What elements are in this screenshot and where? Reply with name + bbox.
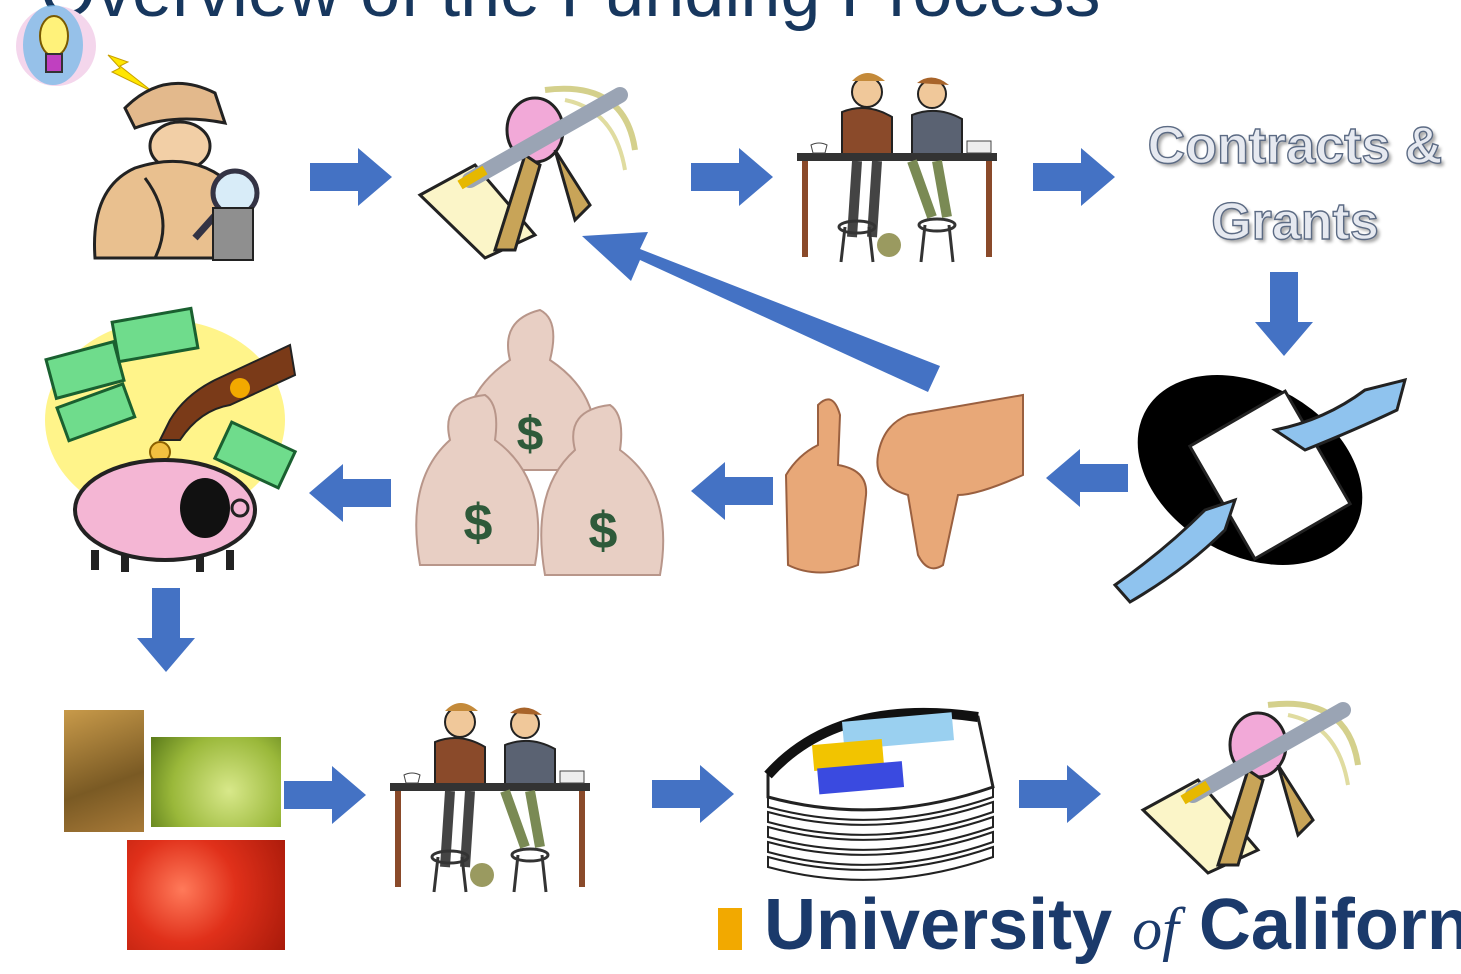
arrow-left: [691, 462, 773, 520]
thumbs-up-down-icon: [784, 393, 1024, 574]
arrow-right: [310, 148, 392, 206]
detective-icon: [93, 81, 260, 261]
pen-signing-icon: [1140, 700, 1361, 875]
tomatoes-photo: [127, 840, 285, 950]
slide-title: Overview of the Funding Process: [40, 0, 1440, 32]
arrow-right: [284, 766, 366, 824]
arrow-left: [1046, 449, 1128, 507]
grants-label: Grants: [1210, 192, 1379, 251]
arrow-right: [1033, 148, 1115, 206]
arrow-right: [691, 148, 773, 206]
wheat-photo: [64, 710, 144, 832]
piggy-bank-icon: [44, 306, 298, 572]
contracts-label: Contracts &: [1147, 116, 1443, 175]
arrow-right: [1019, 765, 1101, 823]
svg-text:$: $: [589, 502, 618, 560]
flow-arrows: [137, 148, 1313, 824]
meeting-icon: [390, 703, 590, 893]
uc-logo-of: of: [1132, 896, 1179, 962]
uc-logo-california: California: [1198, 885, 1461, 965]
lightbulb-icon: [16, 5, 154, 93]
pen-signing-icon: [417, 85, 638, 260]
meeting-icon: [797, 73, 997, 263]
arrow-back-diagonal: [582, 232, 940, 392]
uc-logo: University of California: [764, 880, 1461, 974]
document-stack-icon: [764, 707, 995, 881]
arrow-down: [137, 588, 195, 672]
uc-logo-university: University: [764, 885, 1113, 965]
contracts-grants-label: Contracts & Grants: [1130, 108, 1460, 260]
arrow-right: [652, 765, 734, 823]
money-bags-icon: $ $ $: [415, 308, 665, 576]
grapes-photo: [151, 737, 281, 827]
arrow-down: [1255, 272, 1313, 356]
uc-logo-bar: [718, 908, 742, 950]
svg-text:$: $: [517, 408, 544, 461]
svg-text:$: $: [464, 494, 493, 552]
arrow-left: [309, 464, 391, 522]
contract-handoff-icon: [1112, 375, 1408, 604]
